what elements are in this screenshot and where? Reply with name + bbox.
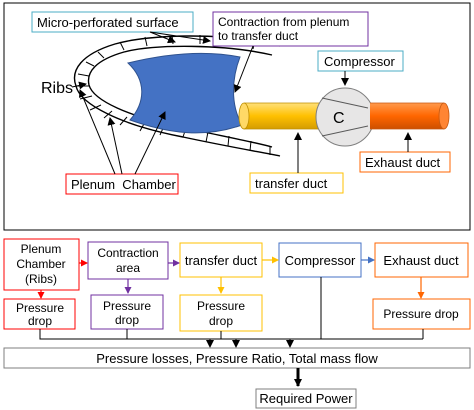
compressor-circle: C [315,87,375,147]
flow-arrows [79,256,375,267]
wing-inner-skin [87,45,273,148]
block-transfer-duct [179,242,263,278]
result-box [255,388,357,409]
compressor-symbol: C [333,110,345,127]
block-plenum-line1: Plenum [21,242,62,256]
micro-perforated-label: Micro-perforated surface [37,15,179,30]
contraction-label-box [212,11,369,47]
drop-exhaust-duct [372,298,471,330]
drop-contraction-line1: Pressure [103,299,151,313]
drop-transfer-duct-line1: Pressure [197,299,245,313]
block-compressor-text: Compressor [285,253,356,268]
block-contraction-line2: area [116,261,140,275]
drop-transfer-duct [179,294,263,332]
micro-perforated-label-box [31,11,194,33]
transfer-duct-label-box [249,172,344,194]
block-compressor [278,242,362,278]
block-plenum-line2: Chamber [16,257,65,271]
drop-plenum-line2: drop [28,314,52,328]
exhaust-duct-cylinder [370,102,450,130]
drop-contraction-line2: drop [115,313,139,327]
ribs-label: Ribs [41,80,73,97]
drop-transfer-duct-line2: drop [209,314,233,328]
plenum-label: Plenum Chamber [71,177,176,192]
drop-exhaust-duct-text: Pressure drop [383,307,459,321]
exhaust-duct-label: Exhaust duct [365,155,441,170]
contraction-label-line1: Contraction from plenum [218,15,349,29]
drop-plenum [3,298,76,330]
compressor-label-box [317,50,404,72]
exhaust-duct-label-box [359,151,451,173]
block-contraction [87,241,169,280]
transfer-duct-cylinder [238,102,320,130]
block-transfer-duct-text: transfer duct [185,253,258,268]
block-exhaust-duct-text: Exhaust duct [383,253,459,268]
transfer-duct-label: transfer duct [255,176,328,191]
result-text: Required Power [259,391,353,406]
drop-contraction [90,294,164,330]
compressor-label: Compressor [324,54,395,69]
collector-lines [39,277,424,348]
drop-plenum-line1: Pressure [16,301,64,315]
block-plenum-line3: (Ribs) [25,272,57,286]
block-contraction-line1: Contraction [97,246,158,260]
summary-text: Pressure losses, Pressure Ratio, Total m… [96,351,378,366]
block-plenum [3,238,80,291]
plenum-chamber-shape [126,52,243,134]
drop-arrows [37,277,425,299]
contraction-label-line2: to transfer duct [218,29,299,43]
summary-box [3,347,471,369]
